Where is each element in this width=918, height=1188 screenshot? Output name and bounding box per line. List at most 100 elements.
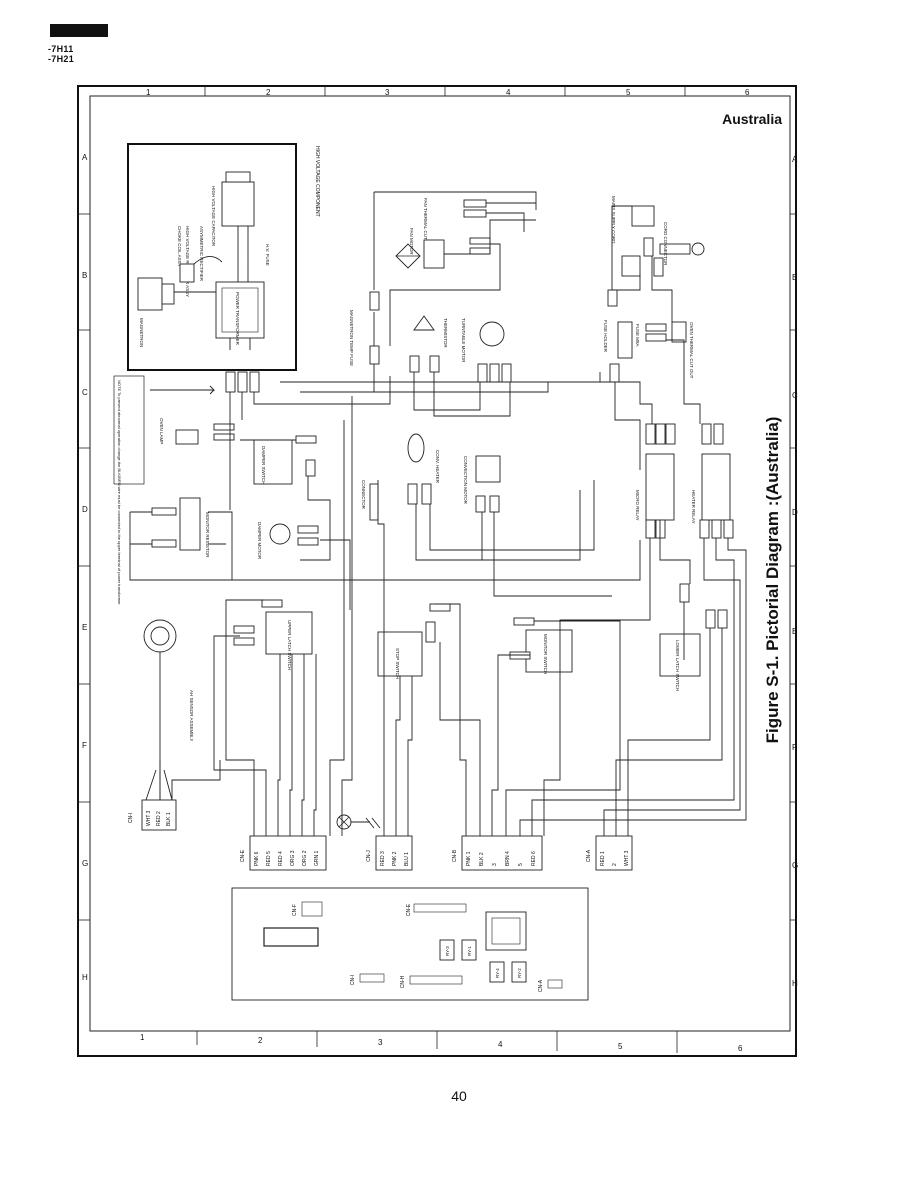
- damper-motor-label: DAMPER MOTOR: [257, 522, 262, 560]
- col-label: 1: [146, 88, 151, 97]
- cn-i-pin: WHT 3: [146, 810, 152, 826]
- cn-b-name: CN-B: [452, 849, 458, 862]
- note-arrow: [150, 385, 216, 395]
- cn-e-connector: CN-E PNK 6 RED 5 RED 4 ORG 3 ORG 2 GRN 1: [240, 835, 327, 871]
- cn-j-name: CN-J: [366, 850, 372, 862]
- fan-motor-label: FAN MOTOR: [409, 228, 414, 255]
- hv-wires: [174, 226, 251, 350]
- cord-connector-label: CORD CONNECTOR: [663, 222, 668, 266]
- mains-cord-label: MAINS SUPPLY CORD: [611, 196, 616, 244]
- pcb-label: RY-3: [445, 946, 450, 956]
- wiring-harness: [129, 191, 747, 836]
- pcb-label: CN-F: [292, 904, 298, 916]
- cn-a-connector: CN-A RED 1 2 WHT 3: [586, 835, 633, 871]
- cn-j-pin: RED 3: [380, 851, 386, 866]
- oven-cutout-label: OVEN THERMAL CUT OUT: [689, 322, 694, 379]
- hv-capacitor-label: HIGH VOLTAGE CAPACITOR: [211, 186, 216, 247]
- cn-e-pin: GRN 1: [314, 851, 320, 867]
- micro-relay-label: MICRO RELAY: [635, 490, 640, 521]
- cn-b-pin: 3: [492, 863, 498, 866]
- row-label: E: [82, 623, 87, 632]
- monitor-resistor: MONITOR RESISTOR: [151, 497, 210, 558]
- lower-latch-label: LOWER LATCH SWITCH: [675, 640, 680, 691]
- stop-switch-label: STOP SWITCH: [395, 648, 400, 679]
- stop-switch: STOP SWITCH: [377, 603, 451, 679]
- row-label: D: [792, 508, 798, 517]
- oven-lamp-label: OVEN LAMP: [159, 418, 164, 444]
- damper-motor: DAMPER MOTOR: [257, 522, 319, 560]
- cn-j-connector: CN-J RED 3 PNK 2 BLU 1: [366, 835, 413, 871]
- thermistor-label: THERMISTOR: [443, 318, 448, 348]
- cn-b-pin: PNK 1: [466, 851, 472, 866]
- cn-a-pin: WHT 3: [624, 850, 630, 866]
- connector-label: CONNECTOR: [361, 480, 366, 510]
- pcb-label: RY-2: [517, 968, 522, 978]
- cn-i-pin: BLK 1: [166, 812, 172, 826]
- choke-coil: [179, 263, 195, 283]
- fuse-holder-label: FUSE HOLDER: [603, 320, 608, 353]
- row-label: A: [82, 153, 88, 162]
- magnetron: MAGNETRON: [137, 277, 175, 347]
- col-label: 4: [506, 88, 511, 97]
- grid-rows-right: A B C D E F G H: [792, 155, 798, 988]
- cn-e-name: CN-E: [240, 849, 246, 862]
- oven-thermal-cutout: OVEN THERMAL CUT OUT: [645, 321, 694, 379]
- grid-ticks: [78, 86, 796, 1053]
- convection-motor: CONVECTION MOTOR: [463, 455, 501, 513]
- cn-e-pin: PNK 6: [254, 851, 260, 866]
- cn-e-pin: RED 4: [278, 851, 284, 866]
- monitor-switch: MONITOR SWITCH: [509, 617, 573, 674]
- cn-j-pin: PNK 2: [392, 851, 398, 866]
- fan-cutout-label: FAN THERMAL CUT OUT: [423, 198, 428, 251]
- col-label: 5: [626, 88, 631, 97]
- turntable-motor: TURNTABLE MOTOR: [461, 318, 512, 383]
- row-label: E: [792, 627, 797, 636]
- col-label: 3: [378, 1038, 383, 1047]
- note-text: NOTE To prevent abnormal operation chang…: [117, 380, 122, 605]
- cn-a-pin: 2: [612, 863, 618, 866]
- hv-component-label: HIGH VOLTAGE COMPONENT: [314, 146, 320, 217]
- ah-sensor-assembly: AH SENSOR ASSEMBLY: [143, 619, 194, 801]
- heater-relay: HEATER RELAY: [691, 423, 734, 539]
- damper-switch: DAMPER SWITCH: [253, 435, 317, 485]
- row-label: F: [792, 743, 797, 752]
- model-number-1: -7H11: [48, 44, 74, 54]
- row-label: D: [82, 505, 88, 514]
- fuse-holder: FUSE HOLDER FUSE M8A: [603, 289, 640, 383]
- row-label: B: [82, 271, 87, 280]
- fuse-label: FUSE M8A: [635, 324, 640, 347]
- heater-relay-label: HEATER RELAY: [691, 490, 696, 524]
- lower-latch-switch: LOWER LATCH SWITCH: [659, 583, 728, 691]
- inner-frame: [89, 95, 791, 1032]
- pcb-label: RY-4: [495, 968, 500, 978]
- thermistor: THERMISTOR: [409, 315, 448, 373]
- magnetron-label: MAGNETRON: [139, 318, 144, 347]
- monitor-switch-label: MONITOR SWITCH: [543, 634, 548, 674]
- row-label: H: [792, 979, 798, 988]
- hv-component-box: [127, 143, 297, 371]
- connector: CONNECTOR: [361, 480, 379, 521]
- col-label: 5: [618, 1042, 623, 1051]
- grid-columns-top: 1 2 3 4 5 6: [146, 88, 750, 97]
- power-transformer: POWER TRANSFORMER: [215, 281, 265, 346]
- indicator-lamp: [336, 814, 381, 830]
- row-label: C: [82, 388, 88, 397]
- col-label: 1: [140, 1033, 145, 1042]
- upper-latch-label: UPPER LATCH SWITCH: [287, 620, 292, 670]
- grid-rows-left: A B C D E F G H: [82, 153, 88, 982]
- grid-columns-bottom: 1 2 3 4 5 6: [140, 1033, 743, 1053]
- note-box: [113, 375, 145, 485]
- region-title: Australia: [722, 111, 782, 127]
- col-label: 4: [498, 1040, 503, 1049]
- cn-b-pin: BLK 2: [479, 852, 485, 866]
- power-transformer-label: POWER TRANSFORMER: [235, 292, 240, 346]
- fan-motor: FAN MOTOR: [395, 228, 491, 269]
- monitor-resistor-label: MONITOR RESISTOR: [205, 512, 210, 558]
- col-label: 3: [385, 88, 390, 97]
- pcb-label: CN-I: [350, 975, 356, 985]
- cn-i-pin: RED 2: [156, 811, 162, 826]
- magnetron-fuse-label: MAGNETRON TEMP FUSE: [349, 310, 354, 366]
- outer-frame: [77, 85, 797, 1057]
- header-redaction-bar: [50, 24, 108, 37]
- col-label: 6: [745, 88, 750, 97]
